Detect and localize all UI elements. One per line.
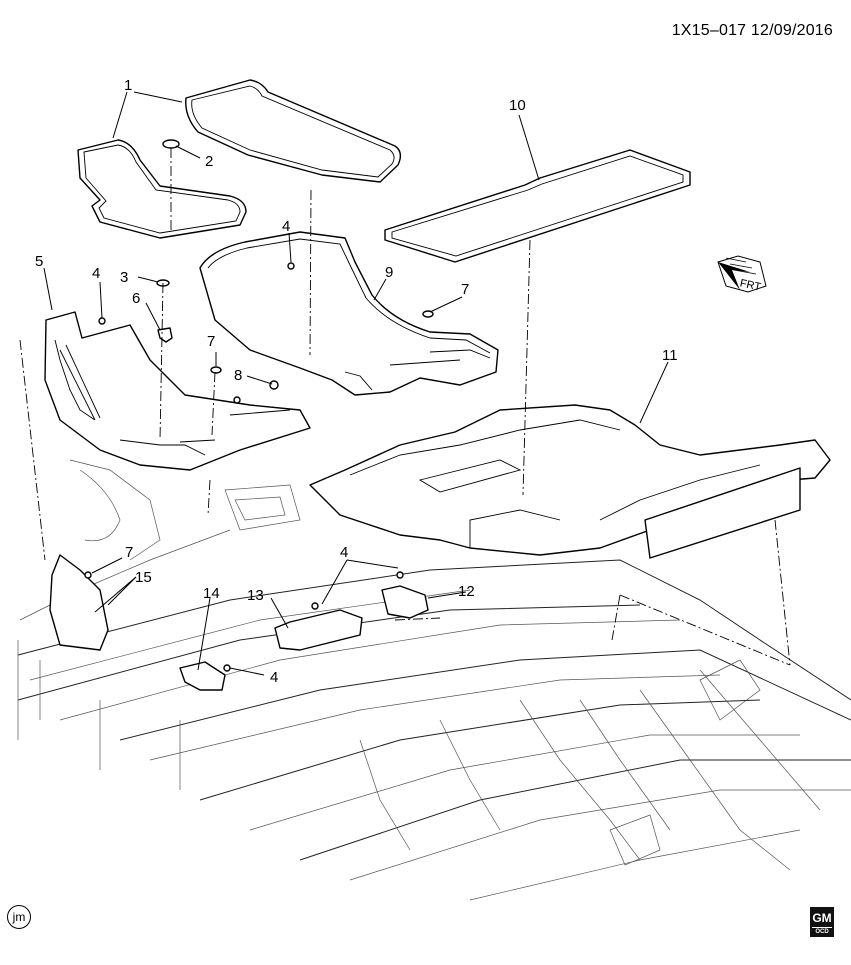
bracket-13 (274, 609, 363, 651)
leader-lines (43, 91, 669, 676)
front-floor-mat-right (185, 79, 402, 183)
callout-4: 4 (92, 265, 100, 282)
callout-14: 14 (203, 585, 220, 602)
bracket-12 (381, 585, 429, 619)
callout-12: 12 (458, 583, 475, 600)
callout-7: 7 (461, 281, 469, 298)
mat-retainer-2 (162, 139, 180, 232)
callout-10: 10 (509, 97, 526, 114)
gm-logo-text: GM (812, 909, 832, 928)
callout-13: 13 (247, 587, 264, 604)
callout-1: 1 (124, 77, 132, 94)
floor-carpet-front-left (44, 311, 311, 471)
callout-8: 8 (234, 367, 242, 384)
callouts: 1 2 3 4 4 4 4 5 6 7 7 7 8 9 10 11 12 13 … (35, 77, 678, 686)
front-floor-mat-left (77, 139, 247, 239)
floor-carpet-center (199, 231, 499, 396)
callout-11: 11 (662, 347, 678, 364)
callout-5: 5 (35, 253, 43, 270)
callout-9: 9 (385, 264, 393, 281)
callout-4: 4 (270, 669, 278, 686)
callout-3: 3 (120, 269, 128, 286)
callout-15: 15 (135, 569, 152, 586)
callout-2: 2 (205, 153, 213, 170)
bracket-15 (49, 554, 109, 651)
callout-4: 4 (340, 544, 348, 561)
diagram-id: 1X15–017 12/09/2016 (671, 22, 833, 39)
rear-floor-mat (384, 149, 691, 263)
callout-7: 7 (207, 333, 215, 350)
front-direction-arrow-icon: FRT (717, 255, 767, 294)
callout-7: 7 (125, 544, 133, 561)
gm-logo: GM OCD (810, 907, 834, 937)
callout-4: 4 (282, 218, 290, 235)
install-lines (19, 189, 791, 666)
floor-carpet-rear (309, 404, 831, 559)
gm-logo-subtext: OCD (815, 929, 829, 935)
artist-mark: jm (7, 905, 31, 929)
bracket-14 (179, 661, 226, 691)
callout-6: 6 (132, 290, 140, 307)
front-direction-label: FRT (739, 277, 762, 293)
